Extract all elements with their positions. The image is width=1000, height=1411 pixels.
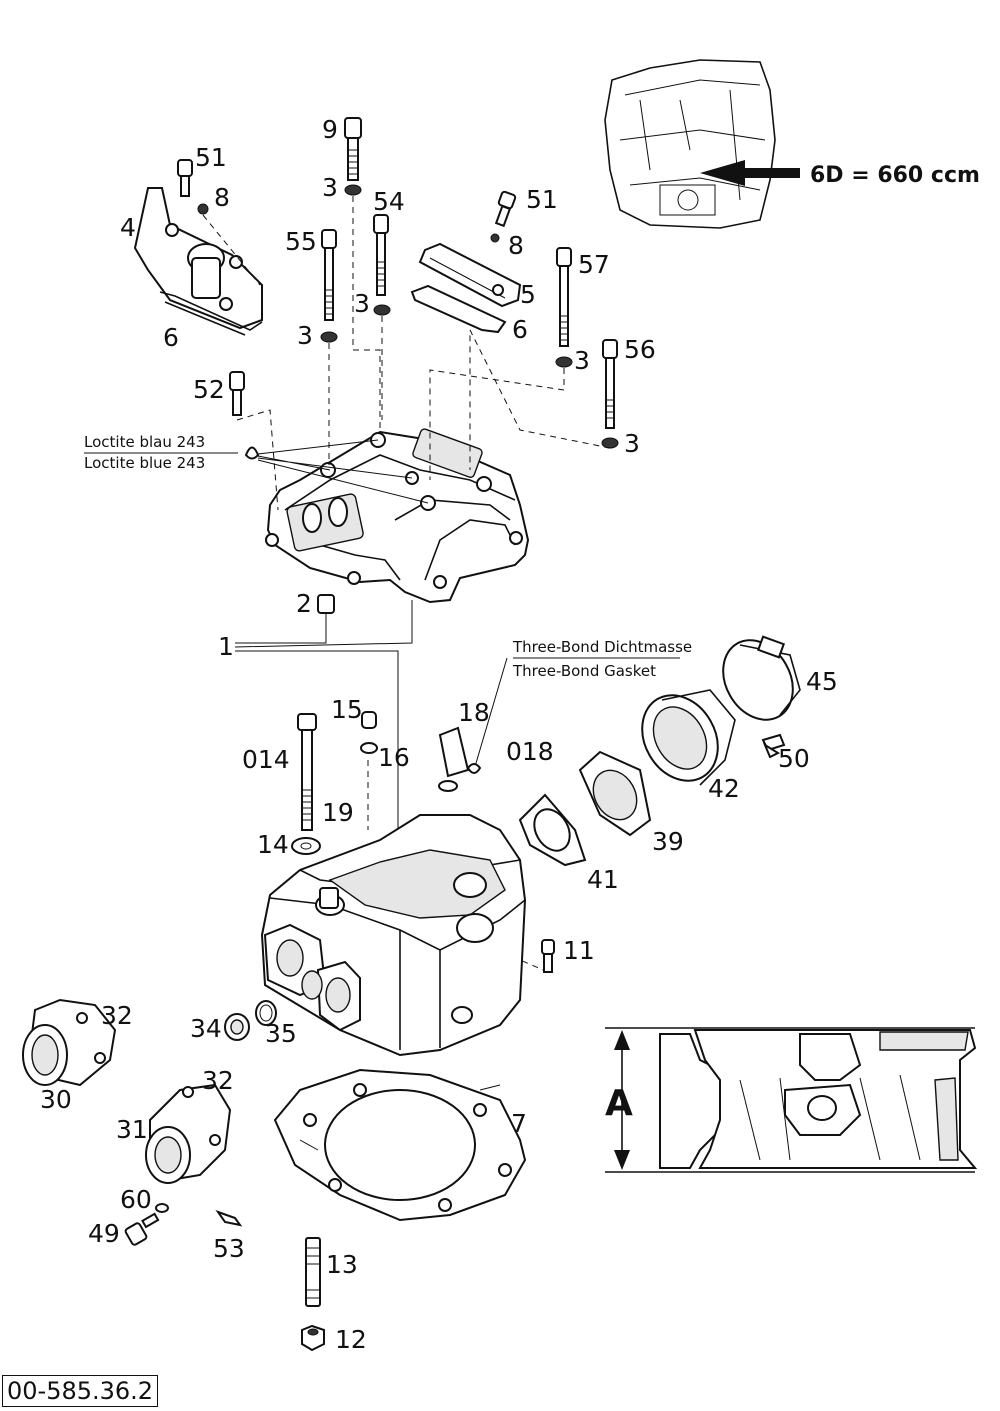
callout-11: 11 <box>563 936 595 965</box>
cover-plate-5 <box>418 242 522 308</box>
assembly-lines <box>202 196 611 1001</box>
callout-3: 3 <box>297 321 313 350</box>
screw-49 <box>124 1212 160 1246</box>
stud-014 <box>297 713 317 831</box>
screw-51a <box>177 159 209 215</box>
callout-52: 52 <box>193 375 225 404</box>
callout-6: 6 <box>512 315 528 344</box>
callout-50: 50 <box>778 744 810 773</box>
callout-51: 51 <box>195 143 227 172</box>
callout-8: 8 <box>508 231 524 260</box>
bolt-9 <box>344 117 362 196</box>
loctite-note-en: Loctite blue 243 <box>84 454 205 472</box>
callout-54: 54 <box>373 187 405 216</box>
callout-6: 6 <box>163 323 179 352</box>
callout-56: 56 <box>624 335 656 364</box>
callout-13: 13 <box>326 1250 358 1279</box>
loctite-pointer <box>84 439 429 504</box>
engine-variant-note: 6D = 660 ccm <box>810 163 980 188</box>
callout-35: 35 <box>265 1019 297 1048</box>
engine-overview-sketch <box>604 59 776 229</box>
plug-15 <box>360 711 378 754</box>
callout-32: 32 <box>202 1066 234 1095</box>
screw-51b <box>490 190 517 243</box>
callout-3: 3 <box>354 289 370 318</box>
callout-9: 9 <box>322 115 338 144</box>
dimension-label-a: A <box>605 1083 633 1124</box>
callout-51: 51 <box>526 185 558 214</box>
cylinder-head <box>260 814 527 1057</box>
o-ring-35 <box>255 1000 277 1026</box>
callout-31: 31 <box>116 1115 148 1144</box>
dimension-detail <box>605 1027 978 1173</box>
callout-018: 018 <box>506 737 554 766</box>
callout-53: 53 <box>213 1234 245 1263</box>
callout-3: 3 <box>624 429 640 458</box>
plug-34 <box>224 1013 250 1041</box>
callout-49: 49 <box>88 1219 120 1248</box>
callout-12: 12 <box>335 1325 367 1354</box>
intake-flange-39 <box>578 750 652 837</box>
callout-3: 3 <box>574 346 590 375</box>
callout-15: 15 <box>331 695 363 724</box>
seal-018 <box>438 780 458 792</box>
callout-014: 014 <box>242 745 290 774</box>
callout-16: 16 <box>378 743 410 772</box>
leader-1 <box>234 600 413 840</box>
intake-rubber-42 <box>641 689 736 786</box>
nut-12 <box>301 1324 325 1352</box>
callout-60: 60 <box>120 1185 152 1214</box>
exhaust-flange-31 <box>145 1083 232 1184</box>
hose-clamp-45 <box>722 635 801 721</box>
callout-55: 55 <box>285 227 317 256</box>
callout-7: 7 <box>511 1109 527 1138</box>
callout-41: 41 <box>587 865 619 894</box>
callout-14: 14 <box>257 830 289 859</box>
valve-guide-18 <box>438 726 470 778</box>
bolt-57 <box>555 247 573 368</box>
bolt-56 <box>601 339 619 449</box>
dowel-2 <box>317 594 335 614</box>
callout-4: 4 <box>120 213 136 242</box>
bolt-55 <box>320 229 338 343</box>
head-gasket-7 <box>273 1068 527 1222</box>
bolt-52 <box>229 371 245 416</box>
gasket-41 <box>518 793 587 867</box>
callout-57: 57 <box>578 250 610 279</box>
arrow-icon <box>700 160 800 186</box>
cylinder-head-cover <box>265 428 530 604</box>
bolt-54 <box>373 214 391 316</box>
callout-8: 8 <box>214 183 230 212</box>
callout-45: 45 <box>806 667 838 696</box>
exhaust-flange-30 <box>22 998 117 1087</box>
threebond-pointer <box>466 657 680 774</box>
gasket-6 <box>410 284 507 334</box>
stud-13 <box>305 1237 321 1307</box>
threebond-note-de: Three-Bond Dichtmasse <box>512 638 692 656</box>
drawing-number: 00-585.36.2 <box>2 1375 159 1407</box>
callout-2: 2 <box>296 589 312 618</box>
washer-60 <box>155 1203 169 1213</box>
screw-11 <box>541 939 555 973</box>
callout-34: 34 <box>190 1014 222 1043</box>
screw-50 <box>761 733 786 759</box>
callout-5: 5 <box>520 280 536 309</box>
callout-42: 42 <box>708 774 740 803</box>
callout-18: 18 <box>458 698 490 727</box>
callout-30: 30 <box>40 1085 72 1114</box>
callout-3: 3 <box>322 173 338 202</box>
clip-53 <box>215 1210 243 1227</box>
loctite-note-de: Loctite blau 243 <box>84 433 205 451</box>
threebond-note-en: Three-Bond Gasket <box>512 662 656 680</box>
callout-32: 32 <box>101 1001 133 1030</box>
callout-39: 39 <box>652 827 684 856</box>
thermostat-housing <box>133 187 263 336</box>
callout-19: 19 <box>322 798 354 827</box>
washer-14 <box>291 837 321 855</box>
callout-1: 1 <box>218 632 234 661</box>
